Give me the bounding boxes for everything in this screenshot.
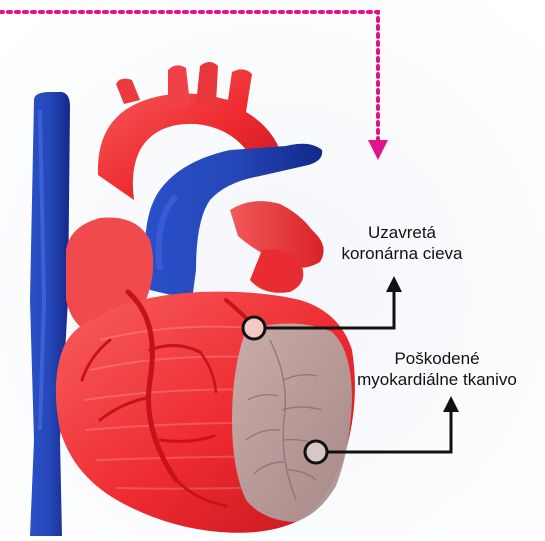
circle-marker-icon [243,317,265,339]
label-occluded-coronary-vessel: Uzavretá koronárna cieva [318,222,486,264]
label-damaged-line1: Poškodené [333,348,541,369]
label-damaged-myocardial-tissue: Poškodené myokardiálne tkanivo [333,348,541,390]
circle-marker-icon [305,441,327,463]
label-occluded-line1: Uzavretá [318,222,486,243]
label-damaged-line2: myokardiálne tkanivo [333,369,541,390]
label-occluded-line2: koronárna cieva [318,243,486,264]
